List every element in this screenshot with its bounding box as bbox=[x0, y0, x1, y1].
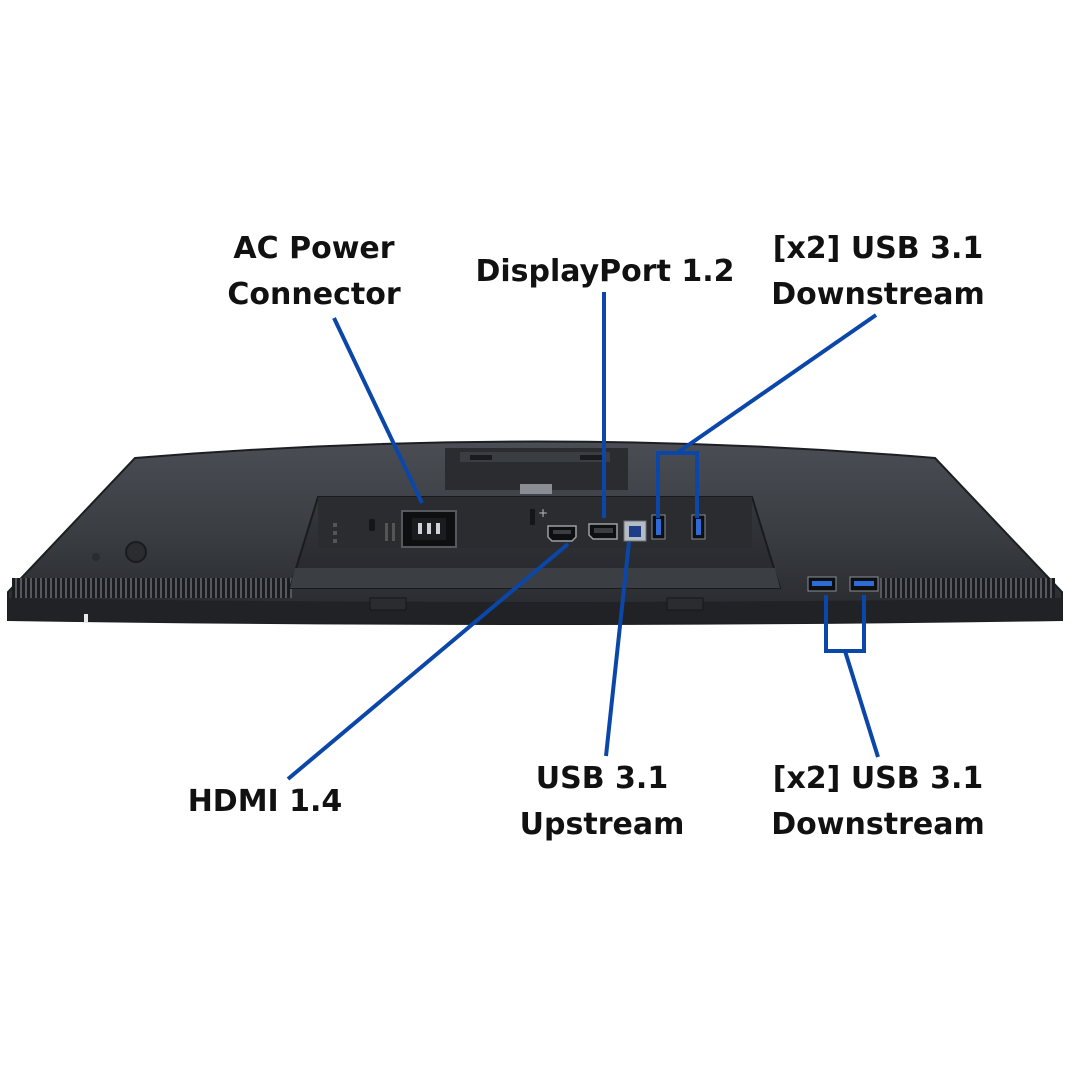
displayport-port-icon bbox=[588, 523, 618, 540]
foot-pad-icon bbox=[369, 597, 407, 611]
usb-b-port-icon bbox=[623, 520, 647, 542]
usb-a-port-icon bbox=[807, 576, 837, 592]
joystick-button-icon bbox=[125, 541, 147, 563]
ac-power-connector-icon bbox=[401, 510, 457, 548]
usb-down-bottom-label-line2: Downstream bbox=[771, 807, 985, 842]
usb-down-bottom-callout-line bbox=[843, 650, 880, 758]
usb-down-top-bracket bbox=[656, 451, 699, 518]
hdmi-label-line1: HDMI 1.4 bbox=[187, 784, 343, 819]
power-led-icon bbox=[92, 553, 100, 561]
usb-up-label: USB 3.1 Upstream bbox=[520, 756, 685, 848]
hdmi-port-icon bbox=[547, 525, 577, 542]
displayport-label: DisplayPort 1.2 bbox=[476, 249, 735, 295]
status-light-icon bbox=[84, 614, 88, 622]
foot-pad-icon bbox=[666, 597, 704, 611]
usb-a-port-icon bbox=[691, 514, 706, 540]
stand-mount-icon bbox=[445, 448, 628, 494]
displayport-label-line1: DisplayPort 1.2 bbox=[475, 254, 735, 289]
plus-mark-icon: + bbox=[538, 506, 548, 520]
ac-power-callout-line bbox=[332, 317, 424, 504]
usb-a-port-icon bbox=[849, 576, 879, 592]
ac-power-label-line1: AC Power bbox=[233, 231, 395, 266]
hdmi-label: HDMI 1.4 bbox=[188, 779, 343, 825]
usb-a-port-icon bbox=[651, 514, 666, 540]
usb-up-callout-line bbox=[604, 541, 631, 757]
usb-down-top-label-line1: [x2] USB 3.1 bbox=[772, 231, 984, 266]
usb-up-label-line2: Upstream bbox=[519, 807, 685, 842]
usb-down-top-callout-line bbox=[675, 313, 878, 455]
usb-down-bottom-label-line1: [x2] USB 3.1 bbox=[772, 761, 984, 796]
ac-power-label-line2: Connector bbox=[227, 277, 401, 312]
left-vent-grille bbox=[12, 578, 292, 598]
right-vent-grille bbox=[880, 578, 1055, 598]
hdmi-callout-line bbox=[286, 542, 570, 781]
usb-down-top-label-line2: Downstream bbox=[771, 277, 985, 312]
usb-up-label-line1: USB 3.1 bbox=[535, 761, 669, 796]
usb-down-top-label: [x2] USB 3.1 Downstream bbox=[771, 226, 984, 318]
cable-clip-icon bbox=[530, 509, 535, 525]
usb-down-bottom-label: [x2] USB 3.1 Downstream bbox=[771, 756, 984, 848]
ac-power-label: AC Power Connector bbox=[227, 226, 400, 318]
security-lock-slot-icon bbox=[333, 519, 395, 543]
